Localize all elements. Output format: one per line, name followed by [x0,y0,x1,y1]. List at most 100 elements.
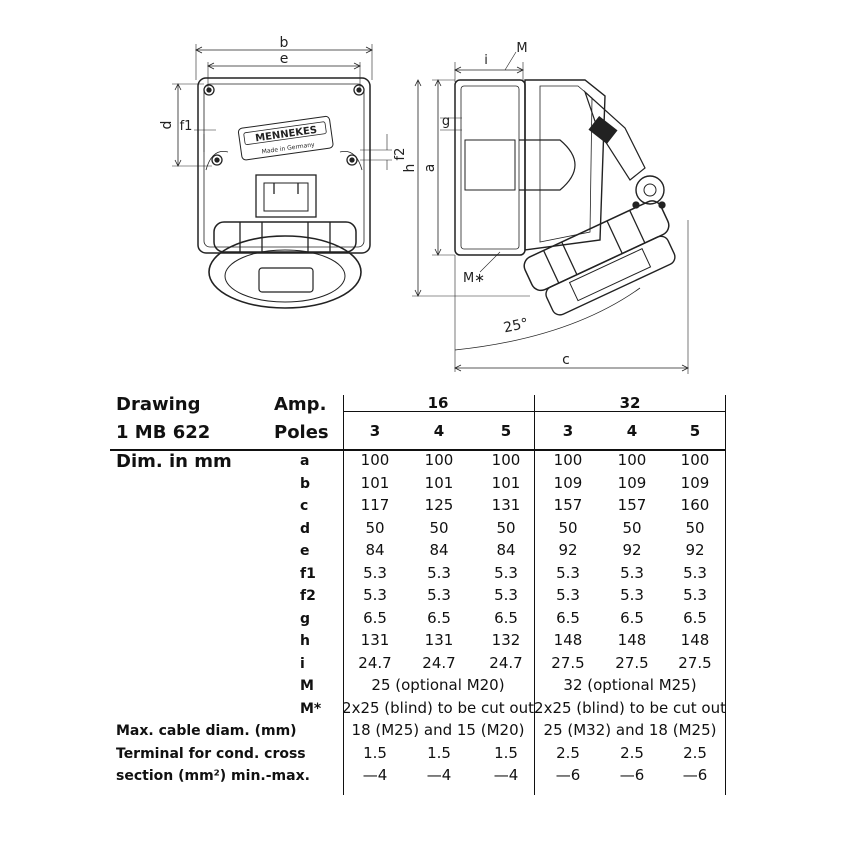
row-key: M [300,678,314,694]
poles-value: 4 [626,422,638,440]
cell-value: 131 [491,496,521,514]
cell-value: 2.5 [620,743,644,762]
dim-label-b: b [280,35,289,51]
dim-unit-label: Dim. in mm [116,451,232,472]
cell-value: 92 [558,541,578,559]
row-key: e [300,543,310,559]
cell-value: 27.5 [615,653,649,672]
drawing-title: Drawing [116,394,201,415]
cell-value: 157 [617,496,647,514]
row-key: b [300,475,311,492]
row-key: a [300,453,310,469]
terminal-label: section (mm²) min.-max. [116,768,310,784]
cell-value: 5.3 [620,586,644,604]
row-key: c [300,498,309,514]
cell-value: 160 [680,496,710,514]
angle-label: 25° [502,316,530,337]
dim-label-g: g [442,114,450,129]
cell-value: 5.3 [494,563,518,582]
cell-value: 27.5 [678,653,712,672]
cell-value: 117 [360,496,390,514]
cell-value: —4 [362,766,388,784]
cell-value: 109 [553,473,583,492]
cell-value: 5.3 [556,563,580,582]
group-divider-mid [534,395,535,795]
cell-value: 5.3 [620,563,644,582]
group-divider-right [725,395,726,795]
cell-value: 5.3 [683,563,707,582]
cell-value: 5.3 [494,586,518,604]
cell-value: —4 [493,766,519,784]
cell-value: 2x25 (blind) to be cut out [534,698,726,717]
row-key: f1 [300,565,316,582]
cell-value: 50 [558,518,578,537]
row-key: f2 [300,588,316,604]
cell-value: 6.5 [556,608,580,627]
cell-value: 131 [360,631,390,649]
cell-value: 1.5 [363,743,387,762]
cell-value: 101 [360,473,390,492]
dim-label-c: c [562,352,570,368]
cell-value: 2.5 [556,743,580,762]
cell-value: 101 [424,473,454,492]
amp-label: Amp. [274,394,327,415]
cell-value: 101 [491,473,521,492]
poles-value: 5 [500,422,512,440]
dim-label-i: i [484,53,488,68]
poles-value: 4 [433,422,445,440]
cell-value: 148 [553,631,583,649]
cell-value: 84 [365,541,385,559]
cell-value: 2x25 (blind) to be cut out [342,698,534,717]
spec-table: Drawing 1 MB 622 Dim. in mm Amp. Poles 1… [0,385,842,842]
cell-value: 157 [553,496,583,514]
cell-value: 6.5 [363,608,387,627]
dim-label-a: a [422,164,438,173]
cell-value: 132 [491,631,521,649]
row-key: g [300,610,311,627]
cell-value: 84 [496,541,516,559]
cell-value: 24.7 [422,653,456,672]
cell-value: 100 [617,451,647,469]
front-view [172,44,392,309]
cell-value: 27.5 [551,653,585,672]
cable-label: Max. cable diam. (mm) [116,723,297,739]
group-divider-left [343,395,344,795]
cell-value: —6 [682,766,708,784]
dim-label-f2: f2 [393,148,408,161]
cell-value: 5.3 [556,586,580,604]
drawing-number: 1 MB 622 [116,422,211,443]
cell-value: —6 [619,766,645,784]
cell-value: 2.5 [683,743,707,762]
cell-value: 5.3 [363,586,387,604]
cell-value: 100 [553,451,583,469]
row-key: i [300,655,305,672]
cell-value: 50 [622,518,642,537]
dim-label-e: e [280,51,289,67]
cell-value: 24.7 [358,653,392,672]
dim-label-Mstar: M∗ [463,271,485,286]
cell-value: 24.7 [489,653,523,672]
cell-value: 25 (M32) and 18 (M25) [543,721,717,739]
poles-value: 3 [369,422,381,440]
dim-label-d: d [159,121,175,130]
cell-value: 5.3 [683,586,707,604]
technical-drawing: MENNEKES Made in Germany b e d f1 f2 h a… [159,35,689,374]
row-key: d [300,520,311,537]
cell-value: 148 [680,631,710,649]
dim-label-f1: f1 [180,119,193,134]
cell-value: 92 [685,541,705,559]
cell-value: 6.5 [494,608,518,627]
cell-value: 92 [622,541,642,559]
cell-value: —6 [555,766,581,784]
cell-value: 6.5 [620,608,644,627]
cell-value: 84 [429,541,449,559]
cell-value: 1.5 [427,743,451,762]
row-key: M* [300,700,322,717]
cell-value: 50 [496,518,516,537]
brand-subtext: Made in Germany [261,141,315,155]
dim-label-M: M [516,41,527,56]
cell-value: 5.3 [427,563,451,582]
cell-value: 5.3 [363,563,387,582]
cell-value: 6.5 [683,608,707,627]
amp-value: 32 [619,394,641,412]
